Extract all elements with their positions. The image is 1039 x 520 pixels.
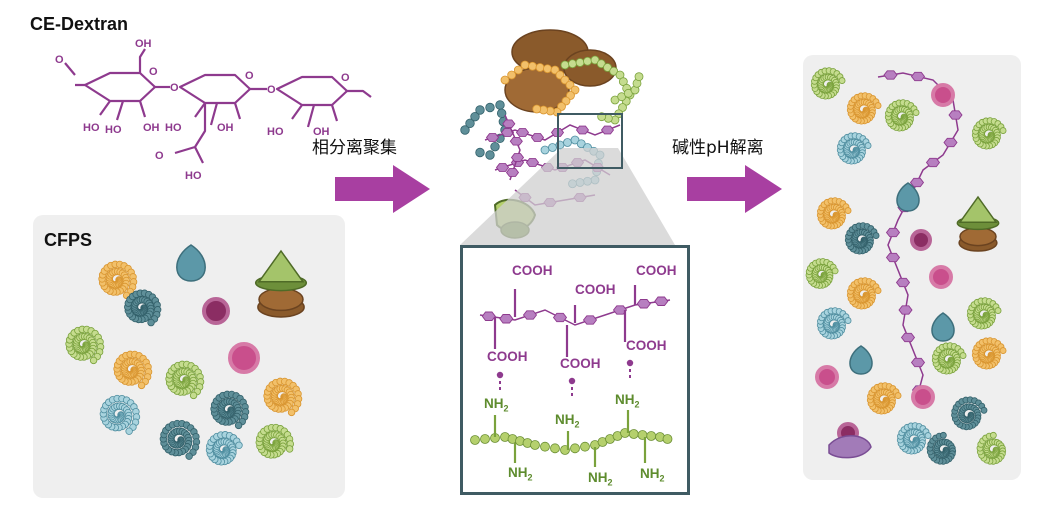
zoom-funnel	[460, 148, 675, 245]
pink-particle	[815, 365, 839, 389]
protein-complex	[254, 249, 308, 318]
cfps-components	[65, 244, 308, 466]
protein-complex	[956, 195, 1000, 252]
hydrogen-bond-dot-1	[496, 371, 504, 379]
green-spiral	[971, 117, 1007, 150]
ho-label-5: HO	[267, 126, 284, 138]
hydrogen-bond-dot-3	[626, 359, 634, 367]
teal-spiral	[951, 396, 988, 431]
blue-protein-blob	[176, 244, 206, 282]
blue-spiral	[816, 307, 852, 340]
green-spiral	[976, 431, 1007, 465]
o-label-5: O	[155, 150, 164, 162]
dextran-chain-4	[502, 114, 525, 181]
green-spiral	[65, 325, 105, 365]
orange-spiral	[846, 277, 882, 310]
o-label-2: O	[149, 66, 158, 78]
dextran-chain-1	[484, 124, 621, 142]
teal-spiral	[159, 419, 201, 460]
nh2-label-3: NH2	[615, 392, 640, 410]
pink-particle	[931, 83, 955, 107]
ho-label-4: HO	[185, 170, 202, 182]
orange-spiral	[971, 337, 1007, 370]
blue-spiral	[99, 394, 141, 435]
green-spiral	[966, 297, 1002, 330]
green-spiral	[931, 342, 967, 375]
blue-spiral	[896, 422, 932, 455]
pink-particle	[929, 265, 953, 289]
orange-spiral	[866, 382, 902, 415]
green-spiral	[884, 99, 920, 132]
orange-spiral	[846, 92, 882, 125]
green-spiral	[810, 67, 846, 100]
ho-label-1: HO	[83, 122, 100, 134]
teal-spiral	[210, 390, 250, 430]
purple-particle	[910, 229, 932, 251]
oh-label-2: OH	[143, 122, 160, 134]
interaction-inset	[460, 245, 690, 495]
cooh-label-5: COOH	[560, 356, 601, 371]
blue-protein-blob	[931, 312, 955, 342]
oh-label-4: OH	[313, 126, 330, 138]
blue-spiral	[836, 132, 872, 165]
pink-particle	[228, 342, 260, 374]
cooh-label-1: COOH	[512, 263, 553, 278]
o-label-6: O	[267, 84, 276, 96]
cooh-label-4: COOH	[487, 349, 528, 364]
teal-spiral	[926, 431, 957, 465]
purple-particle	[202, 297, 230, 325]
hydrogen-bond-dot-2	[568, 377, 576, 385]
o-label-4: O	[245, 70, 254, 82]
phase-separation-label: 相分离聚集	[312, 138, 397, 158]
nh2-label-5: NH2	[588, 470, 613, 488]
alkaline-dissociation-label: 碱性pH解离	[672, 138, 764, 158]
pink-particle	[911, 385, 935, 409]
green-chain	[560, 55, 635, 125]
arrow-right-2	[687, 165, 782, 213]
ho-label-3: HO	[165, 122, 182, 134]
interaction-chains	[470, 285, 673, 467]
dextran-backbone	[479, 296, 671, 326]
amine-backbone	[470, 428, 673, 455]
ho-label-2: HO	[105, 124, 122, 136]
dissociated-components	[805, 67, 1007, 465]
arrow-right-1	[335, 165, 430, 213]
purple-blob	[828, 435, 872, 459]
cooh-label-6: COOH	[626, 338, 667, 353]
nh2-label-2: NH2	[555, 412, 580, 430]
teal-spiral	[844, 222, 880, 255]
o-label-7: O	[341, 72, 350, 84]
nh2-label-4: NH2	[508, 465, 533, 483]
o-label-1: O	[55, 54, 64, 66]
blue-protein-blob	[896, 182, 920, 212]
zoom-box	[557, 113, 623, 169]
orange-spiral	[98, 260, 138, 300]
orange-spiral	[263, 377, 303, 417]
nh2-label-1: NH2	[484, 396, 509, 414]
cfps-title: CFPS	[44, 230, 93, 250]
green-spiral	[805, 258, 839, 289]
oh-label-3: OH	[217, 122, 234, 134]
green-chain-tail	[610, 72, 644, 105]
cooh-label-3: COOH	[636, 263, 677, 278]
dextran-structure: O O OH HO HO OH O HO OH O O HO O HO OH O	[55, 38, 372, 182]
teal-chain	[460, 100, 510, 160]
ce-dextran-title: CE-Dextran	[30, 14, 129, 34]
orange-spiral	[113, 350, 153, 390]
o-label-3: O	[170, 82, 179, 94]
orange-spiral	[816, 197, 852, 230]
blue-protein-blob	[849, 345, 873, 375]
blue-spiral	[205, 431, 243, 466]
teal-spiral	[124, 289, 162, 327]
cooh-label-2: COOH	[575, 282, 616, 297]
green-spiral	[165, 360, 205, 400]
nh2-label-6: NH2	[640, 466, 665, 484]
green-spiral	[255, 423, 295, 459]
oh-label-1: OH	[135, 38, 152, 50]
